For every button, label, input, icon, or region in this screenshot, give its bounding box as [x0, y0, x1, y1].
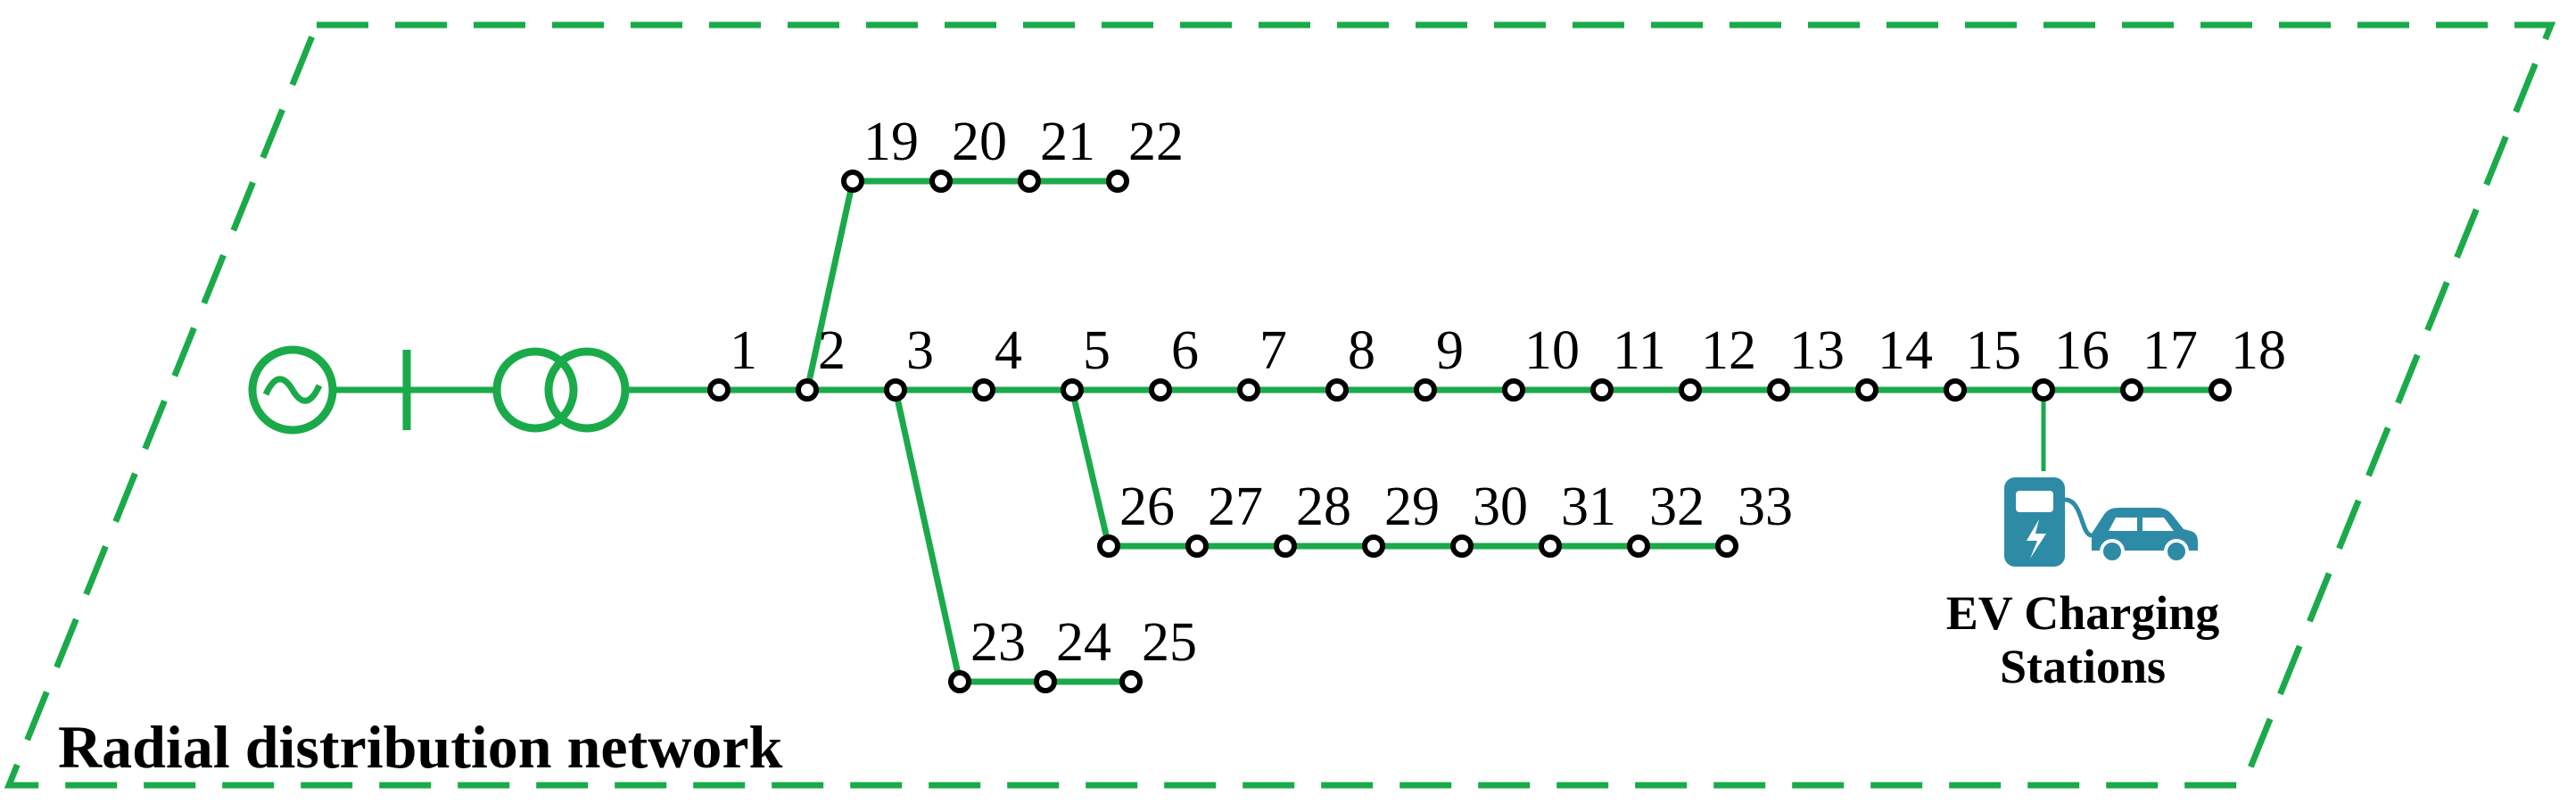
network-boundary — [4, 21, 2556, 789]
bus-node-1 — [707, 378, 731, 402]
bus-label-16: 16 — [2054, 320, 2110, 381]
bus-node-26 — [1097, 534, 1120, 558]
bus-label-4: 4 — [995, 320, 1022, 381]
bus-label-8: 8 — [1348, 320, 1375, 381]
ev-station-label-line1: EV Charging — [1946, 586, 2220, 640]
bus-node-28 — [1274, 534, 1297, 558]
bus-label-7: 7 — [1259, 320, 1287, 381]
bus-node-33 — [1715, 534, 1738, 558]
bus-node-32 — [1627, 534, 1650, 558]
bus-label-31: 31 — [1561, 476, 1616, 537]
bus-label-5: 5 — [1083, 320, 1110, 381]
electric-car-icon — [2092, 508, 2198, 564]
bus-label-10: 10 — [1524, 320, 1580, 381]
bus-node-15 — [1944, 378, 1967, 402]
bus-node-31 — [1539, 534, 1562, 558]
ev-station-label-line2: Stations — [2000, 640, 2166, 693]
bus-label-17: 17 — [2143, 320, 2198, 381]
bus-node-18 — [2209, 378, 2232, 402]
bus-node-13 — [1767, 378, 1790, 402]
bus-node-4 — [972, 378, 995, 402]
network-buses — [707, 170, 2232, 693]
bus-node-8 — [1325, 378, 1349, 402]
bus-label-30: 30 — [1473, 476, 1528, 537]
bus-label-21: 21 — [1040, 112, 1095, 172]
bus-label-32: 32 — [1649, 476, 1705, 537]
bus-node-29 — [1362, 534, 1385, 558]
bus-node-6 — [1149, 378, 1172, 402]
bus-label-11: 11 — [1613, 320, 1666, 381]
bus-label-6: 6 — [1171, 320, 1199, 381]
bus-label-22: 22 — [1128, 112, 1184, 172]
bus-label-3: 3 — [906, 320, 934, 381]
bus-label-18: 18 — [2231, 320, 2286, 381]
transformer-icon — [492, 347, 630, 433]
bus-node-10 — [1502, 378, 1525, 402]
diagram-title: Radial distribution network — [58, 713, 783, 781]
bus-node-3 — [884, 378, 907, 402]
bus-node-30 — [1450, 534, 1474, 558]
bus-node-24 — [1034, 670, 1057, 693]
bus-label-1: 1 — [730, 320, 757, 381]
bus-node-21 — [1018, 170, 1041, 193]
bus-label-2: 2 — [818, 320, 846, 381]
bus-node-14 — [1855, 378, 1878, 402]
bus-node-2 — [796, 378, 819, 402]
bus-node-23 — [948, 670, 971, 693]
bus-label-14: 14 — [1878, 320, 1933, 381]
bus-label-9: 9 — [1436, 320, 1464, 381]
bus-label-24: 24 — [1056, 612, 1111, 673]
bus-node-25 — [1119, 670, 1143, 693]
bus-label-27: 27 — [1208, 476, 1263, 537]
bus-node-12 — [1679, 378, 1702, 402]
ac-source-icon — [248, 345, 337, 435]
bus-node-9 — [1414, 378, 1437, 402]
feeder-line-lateral-3 — [892, 389, 1131, 685]
bus-node-22 — [1106, 170, 1129, 193]
bus-label-25: 25 — [1142, 612, 1197, 673]
bus-label-33: 33 — [1738, 476, 1793, 537]
bus-label-23: 23 — [970, 612, 1026, 673]
bus-label-12: 12 — [1701, 320, 1756, 381]
bus-node-11 — [1590, 378, 1614, 402]
bus-node-27 — [1185, 534, 1209, 558]
bus-label-15: 15 — [1966, 320, 2021, 381]
bus-node-5 — [1061, 378, 1084, 402]
bus-node-17 — [2120, 378, 2143, 402]
ev-charging-station-icon — [2004, 477, 2093, 567]
bus-label-26: 26 — [1119, 476, 1175, 537]
bus-node-7 — [1237, 378, 1260, 402]
bus-node-19 — [841, 170, 864, 193]
bus-label-28: 28 — [1296, 476, 1351, 537]
bus-label-19: 19 — [863, 112, 919, 172]
source-group — [248, 345, 719, 435]
bus-label-13: 13 — [1789, 320, 1845, 381]
feeder-line-lateral-2 — [804, 178, 1118, 391]
bus-node-20 — [929, 170, 953, 193]
bus-label-29: 29 — [1384, 476, 1440, 537]
bus-label-20: 20 — [952, 112, 1007, 172]
bus-node-16 — [2032, 378, 2055, 402]
